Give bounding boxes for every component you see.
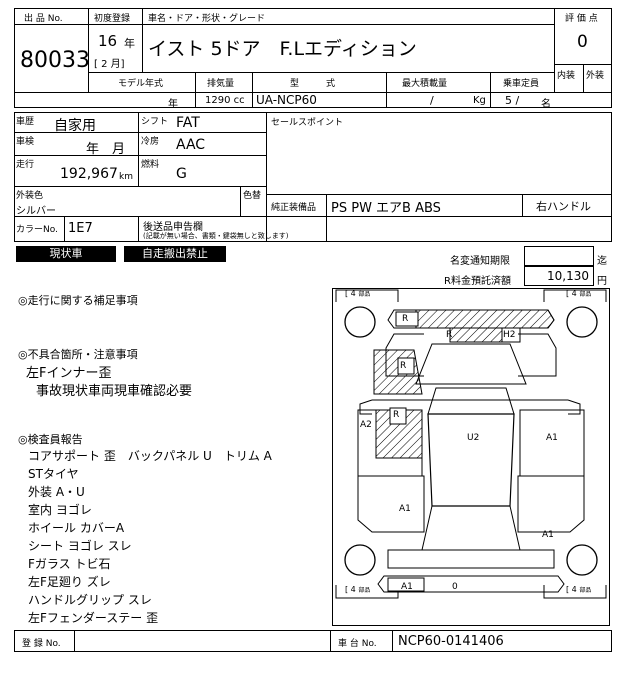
vehicle-type: UA-NCP60 [256,93,317,107]
inspector-line: ホイール カバーA [28,521,125,535]
mark-left-fender-bottom: R [393,410,400,420]
recycle-fee-value: 10,130 [547,269,589,283]
defect-line: 左Fインナー歪 [26,366,112,381]
fuel-label: 燃料 [141,160,160,170]
inspection-label: 車検 [16,137,35,147]
inspector-line: 左F足廻り ズレ [28,575,111,589]
mark-left-rear-door: A1 [399,504,411,514]
color-no: 1E7 [68,221,93,236]
inspector-line: 室内 ヨゴレ [28,503,92,517]
car-outline [335,289,607,599]
equipment: PS PW エアB ABS [331,201,441,216]
sales-point-label: セールスポイント [271,118,344,128]
driving-notes-title: ◎走行に関する補足事項 [18,294,138,307]
history-label: 車歴 [16,117,35,127]
model-year-unit: 年 [168,99,178,110]
first-registration-month: [ 2 月] [94,59,125,70]
first-registration-year: 16 [98,32,118,50]
mark-right-door: A1 [546,433,558,443]
color-no-label: カラーNo. [16,225,58,235]
max-load-label: 最大積載量 [402,79,448,89]
history: 自家用 [54,118,96,134]
tire-count-tr: [ 4 部品 [566,289,592,298]
lot-number: 80033 [20,48,90,73]
color-change-label: 色替 [243,191,262,201]
max-load: / [430,94,434,107]
interior-label: 内装 [557,71,576,81]
inspector-line: 左Fフェンダーステー 歪 [28,611,159,625]
recycle-fee-label: R料金預託済額 [444,276,511,287]
shift-label: シフト [141,117,169,127]
score: 0 [577,32,588,52]
registration-label: 登 録 No. [22,639,61,649]
mark-left-side: A2 [360,420,372,430]
exterior-color: シルバー [16,206,56,217]
aftermarket-note: (記載が無い場合、書類・鍵袋無しと致します) [143,232,289,240]
tire-count-br: [ 4 部品 [566,585,592,594]
mark-right-rear: A1 [542,530,554,540]
fuel: G [176,166,187,182]
defect-title: ◎不具合箇所・注意事項 [18,348,138,361]
ac-label: 冷房 [141,137,160,147]
equipment-label: 純正装備品 [271,203,317,213]
shift: FAT [176,115,200,131]
car-name: イスト 5ドア F.Lエディション [148,38,417,60]
mark-roof: U2 [467,433,480,443]
mark-bumper-front: R [402,314,409,324]
inspector-line: Fガラス トビ石 [28,557,111,571]
year-unit: 年 [124,37,135,50]
mileage: 192,967 [60,166,118,182]
inspector-line: ハンドルグリップ スレ [28,593,152,607]
tire-count-tl: [ 4 部品 [345,289,371,298]
inspector-line: シート ヨゴレ スレ [28,539,132,553]
type-label: 型 式 [290,79,336,89]
defect-line: 事故現状車両現車確認必要 [36,384,193,399]
car-name-label: 車名・ドア・形状・グレード [148,14,266,24]
capacity: 5 / [505,94,520,107]
steering: 右ハンドル [536,200,591,213]
car-damage-diagram [332,288,610,626]
notice-deadline-label: 名変通知期限 [450,256,510,267]
mark-rear-bumper-b: 0 [452,582,458,592]
mark-left-fender-top: R [400,361,407,371]
aftermarket-label: 後送品申告欄 [143,222,203,233]
inspector-title: ◎検査員報告 [18,433,83,446]
mark-hood: H2 [503,330,516,340]
ac: AAC [176,137,206,153]
chassis-number: NCP60-0141406 [398,634,504,649]
inspector-line: 外装 A・U [28,485,85,499]
recycle-fee-unit: 円 [597,276,607,287]
inspector-line: コアサポート 歪 バックパネル U トリム A [28,449,272,463]
max-load-unit: Kg [473,95,486,106]
mileage-label: 走行 [16,160,35,170]
first-registration-label: 初度登録 [94,14,131,24]
capacity-label: 乗車定員 [503,79,540,89]
capacity-unit: 名 [541,99,551,110]
inspection: 年 月 [86,142,126,157]
chassis-label: 車 台 No. [338,639,377,649]
mileage-unit: km [119,172,133,182]
score-label: 評 価 点 [565,14,598,24]
displacement: 1290 cc [205,95,245,106]
inspector-line: STタイヤ [28,467,79,481]
status-badge-as-is: 現状車 [16,246,116,262]
status-badge-no-self-drive: 自走搬出禁止 [124,246,226,262]
exterior-color-label: 外装色 [16,191,44,201]
notice-deadline-unit: 迄 [597,256,607,267]
displacement-label: 排気量 [207,79,235,89]
mark-front-inner: R [446,330,453,340]
tire-count-bl: [ 4 部品 [345,585,371,594]
model-year-label: モデル年式 [118,79,164,89]
mark-rear-bumper-a: A1 [401,582,413,592]
lot-number-label: 出 品 No. [24,14,63,24]
exterior-label: 外装 [586,71,605,81]
